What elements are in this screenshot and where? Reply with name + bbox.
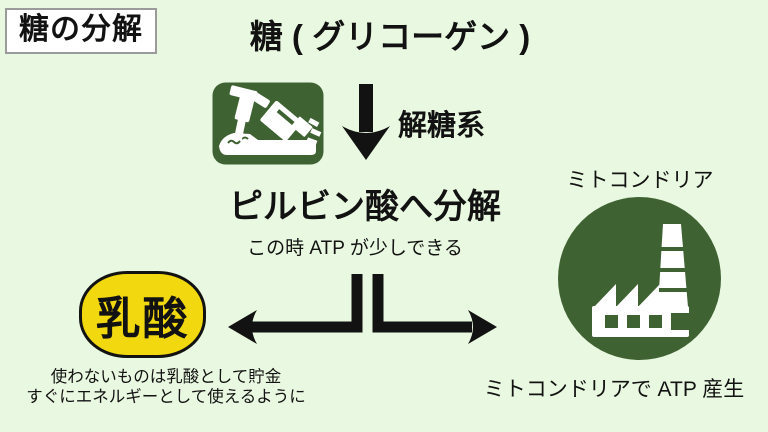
- atp-note: この時 ATP が少しできる: [247, 238, 463, 259]
- lactate-label: 乳酸: [95, 293, 190, 344]
- glycogen-label: 糖 ( グリコーゲン ): [249, 18, 531, 55]
- lactate-note-line2: すぐにエネルギーとして使えるように: [26, 388, 306, 406]
- left-right-branch-arrows-icon: [228, 274, 497, 344]
- glycolysis-label: 解糖系: [398, 110, 486, 142]
- lactate-bubble: 乳酸: [79, 271, 206, 358]
- factory-icon: [558, 197, 721, 360]
- mitochondria-caption: ミトコンドリアで ATP 産生: [483, 378, 745, 401]
- jackhammer-demolition-icon: [212, 82, 324, 165]
- mitochondria-label: ミトコンドリア: [566, 169, 714, 192]
- lactate-note-line1: 使わないものは乳酸として貯金: [50, 368, 282, 386]
- lactate-note: 使わないものは乳酸として貯金 すぐにエネルギーとして使えるように: [12, 367, 320, 407]
- pyruvate-label: ピルビン酸へ分解: [229, 188, 501, 226]
- page-title: 糖の分解: [5, 8, 157, 54]
- down-arrow-icon: [342, 84, 390, 160]
